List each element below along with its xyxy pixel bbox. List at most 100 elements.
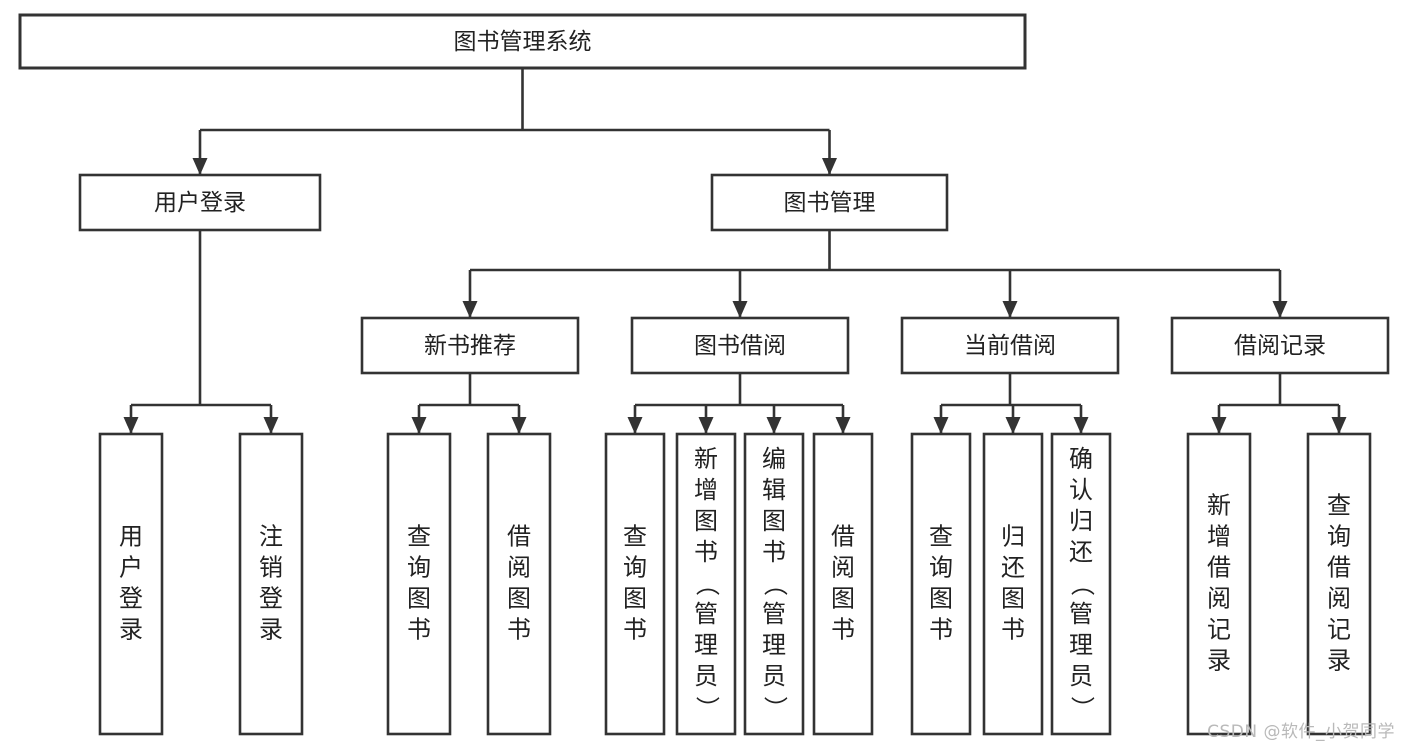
arrow-head-user-login xyxy=(192,158,208,175)
arrow-head-borrow-record xyxy=(1272,301,1288,318)
node-label-char-cb-return-2: 图 xyxy=(1001,585,1025,613)
arrow-head-book-borrow xyxy=(732,301,748,318)
node-label-char-br-query-1: 询 xyxy=(1327,523,1351,551)
node-box-bb-borrow xyxy=(812,432,874,736)
arrow-head-bb-add xyxy=(698,417,714,434)
node-box-cb-query xyxy=(910,432,972,736)
node-label-char-nb-query-0: 查 xyxy=(407,523,431,551)
arrow-head-leaf-user-login xyxy=(123,417,139,434)
arrow-head-bb-query xyxy=(627,417,643,434)
node-label-char-bb-add-5: 管 xyxy=(694,600,718,628)
node-label-char-br-add-1: 增 xyxy=(1207,523,1231,551)
connector-layer xyxy=(123,68,1347,434)
node-label-book-manage: 图书管理 xyxy=(784,190,876,216)
node-label-char-bb-edit-2: 图 xyxy=(762,507,786,535)
node-box-br-query xyxy=(1306,432,1372,736)
node-label-char-br-add-3: 阅 xyxy=(1207,585,1231,613)
node-box-br-add xyxy=(1186,432,1252,736)
node-layer: 图书管理系统用户登录图书管理新书推荐图书借阅当前借阅借阅记录用户登录注销登录查询… xyxy=(18,13,1390,736)
node-label-char-bb-add-6: 理 xyxy=(694,631,718,659)
node-label-char-br-add-5: 录 xyxy=(1207,647,1231,675)
arrow-head-current-borrow xyxy=(1002,301,1018,318)
node-box-user-login xyxy=(78,173,322,232)
node-book-borrow[interactable]: 图书借阅 xyxy=(630,316,850,375)
node-label-char-bb-add-2: 图 xyxy=(694,507,718,535)
node-label-char-bb-edit-8: ） xyxy=(761,696,789,720)
node-label-char-cb-confirm-8: ） xyxy=(1068,696,1096,720)
node-label-char-cb-return-0: 归 xyxy=(1001,523,1025,551)
node-label-char-cb-confirm-4: （ xyxy=(1068,572,1096,596)
node-label-char-br-query-0: 查 xyxy=(1327,492,1351,520)
node-label-char-br-add-0: 新 xyxy=(1207,492,1231,520)
node-label-char-cb-query-1: 询 xyxy=(929,554,953,582)
arrow-head-cb-return xyxy=(1005,417,1021,434)
node-label-new-book-rec: 新书推荐 xyxy=(424,333,516,359)
node-label-char-leaf-user-login-0: 用 xyxy=(119,523,143,551)
node-borrow-record[interactable]: 借阅记录 xyxy=(1170,316,1390,375)
node-box-bb-edit xyxy=(743,432,805,736)
node-label-char-leaf-user-login-3: 录 xyxy=(119,616,143,644)
node-box-new-book-rec xyxy=(360,316,580,375)
node-label-char-bb-edit-5: 管 xyxy=(762,600,786,628)
node-label-char-nb-query-2: 图 xyxy=(407,585,431,613)
node-label-char-bb-borrow-1: 阅 xyxy=(831,554,855,582)
node-label-char-cb-return-3: 书 xyxy=(1001,616,1025,644)
arrow-head-br-add xyxy=(1211,417,1227,434)
node-user-login[interactable]: 用户登录 xyxy=(78,173,322,232)
node-label-char-bb-edit-4: （ xyxy=(761,572,789,596)
node-label-char-cb-query-3: 书 xyxy=(929,616,953,644)
node-label-char-nb-query-3: 书 xyxy=(407,616,431,644)
arrow-head-bb-edit xyxy=(766,417,782,434)
node-label-char-bb-add-4: （ xyxy=(693,572,721,596)
node-label-char-bb-query-0: 查 xyxy=(623,523,647,551)
node-box-cb-return xyxy=(982,432,1044,736)
node-new-book-rec[interactable]: 新书推荐 xyxy=(360,316,580,375)
node-label-char-leaf-user-login-1: 户 xyxy=(119,554,143,582)
arrow-head-cb-query xyxy=(933,417,949,434)
node-label-char-cb-confirm-1: 认 xyxy=(1069,476,1093,504)
node-box-root xyxy=(18,13,1027,70)
node-label-char-bb-add-1: 增 xyxy=(694,476,718,504)
node-label-char-bb-borrow-0: 借 xyxy=(831,523,855,551)
node-label-char-bb-edit-7: 员 xyxy=(762,662,786,690)
node-book-manage[interactable]: 图书管理 xyxy=(710,173,949,232)
node-label-char-nb-query-1: 询 xyxy=(407,554,431,582)
node-label-char-bb-borrow-2: 图 xyxy=(831,585,855,613)
node-label-char-cb-confirm-5: 管 xyxy=(1069,600,1093,628)
node-label-char-leaf-user-logout-1: 销 xyxy=(259,554,283,582)
node-label-char-nb-borrow-2: 图 xyxy=(507,585,531,613)
arrow-head-new-book-rec xyxy=(462,301,478,318)
node-box-nb-borrow xyxy=(486,432,552,736)
node-label-borrow-record: 借阅记录 xyxy=(1234,333,1326,359)
node-label-char-bb-edit-3: 书 xyxy=(762,538,786,566)
arrow-head-br-query xyxy=(1331,417,1347,434)
node-box-borrow-record xyxy=(1170,316,1390,375)
node-root[interactable]: 图书管理系统 xyxy=(18,13,1027,70)
arrow-head-nb-borrow xyxy=(511,417,527,434)
node-leaf-user-login[interactable]: 用户登录 xyxy=(98,432,164,736)
node-label-char-nb-borrow-3: 书 xyxy=(507,616,531,644)
node-label-char-br-query-4: 记 xyxy=(1327,616,1351,644)
node-label-char-br-add-2: 借 xyxy=(1207,554,1231,582)
node-label-char-leaf-user-logout-3: 录 xyxy=(259,616,283,644)
arrow-head-cb-confirm xyxy=(1073,417,1089,434)
node-label-char-bb-add-3: 书 xyxy=(694,538,718,566)
node-box-leaf-user-login xyxy=(98,432,164,736)
node-current-borrow[interactable]: 当前借阅 xyxy=(900,316,1120,375)
node-box-cb-confirm xyxy=(1050,432,1112,736)
node-label-char-cb-confirm-6: 理 xyxy=(1069,631,1093,659)
